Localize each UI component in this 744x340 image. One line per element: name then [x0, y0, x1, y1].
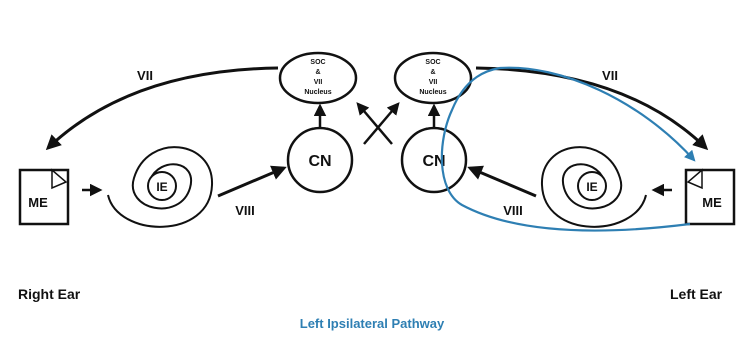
ie-left-label: IE [156, 180, 167, 194]
soc-right-line2: & [430, 69, 435, 76]
soc-node-right: SOC & VII Nucleus [393, 51, 473, 105]
soc-right-line4: Nucleus [419, 89, 446, 96]
arrow-vii-left [45, 66, 279, 151]
soc-left-line3: VII [314, 79, 323, 86]
arrow-viii-left [217, 165, 287, 198]
me-left-label: ME [28, 195, 48, 210]
me-right-label: ME [702, 195, 722, 210]
right-ear-label: Right Ear [18, 286, 81, 302]
soc-left-line2: & [315, 69, 320, 76]
inner-ear-left: IE [107, 146, 214, 228]
cochlea-spiral-left [107, 146, 214, 228]
soc-right-line3: VII [429, 79, 438, 86]
ipsilateral-pathway-loop [440, 66, 696, 232]
middle-ear-left: ME [18, 168, 70, 226]
soc-left-line4: Nucleus [304, 89, 331, 96]
cn-right-label: CN [422, 153, 445, 170]
middle-ear-right: ME [684, 168, 736, 226]
cn-left-label: CN [308, 153, 331, 170]
inner-ear-right: IE [540, 146, 647, 228]
arrow-viii-right [467, 165, 537, 198]
arrow-cross-right-to-left [356, 102, 393, 145]
diagram-caption: Left Ipsilateral Pathway [299, 316, 445, 331]
cochlea-spiral-right [540, 146, 647, 228]
ie-right-label: IE [586, 180, 597, 194]
arrow-vii-right [475, 66, 709, 151]
soc-left-line1: SOC [310, 59, 325, 66]
label-viii-right: VIII [503, 203, 523, 218]
label-vii-left: VII [137, 68, 153, 83]
left-ear-label: Left Ear [670, 286, 723, 302]
soc-node-left: SOC & VII Nucleus [278, 51, 358, 105]
label-viii-left: VIII [235, 203, 255, 218]
cn-node-right: CN [400, 126, 468, 194]
label-vii-right: VII [602, 68, 618, 83]
cn-node-left: CN [286, 126, 354, 194]
soc-right-line1: SOC [425, 59, 440, 66]
arrow-cross-left-to-right [363, 102, 400, 145]
